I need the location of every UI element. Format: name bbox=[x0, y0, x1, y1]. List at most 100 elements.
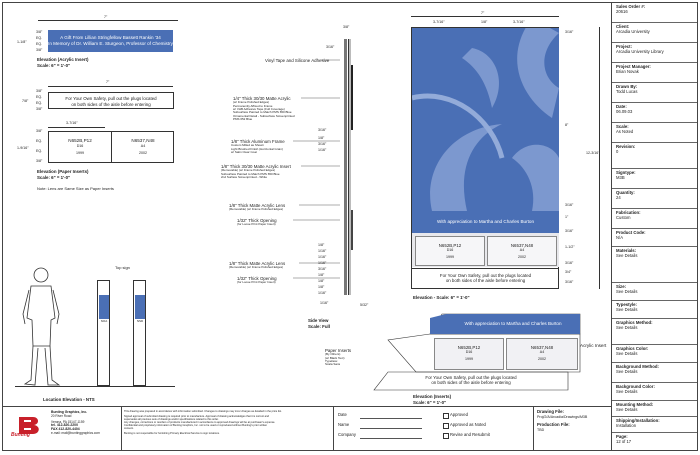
shipping-installation-value: Installation bbox=[616, 423, 637, 428]
approval-name-label: Name bbox=[338, 422, 350, 427]
paper-dim-eq1: EQ. bbox=[36, 139, 43, 143]
callout-opening-1-title: 1/32" Thick Opening bbox=[237, 218, 277, 223]
sign-b-label: NSD bbox=[136, 319, 144, 323]
safety-width-dimension: 7" bbox=[106, 80, 110, 84]
inserts-elevation-caption: Elevation (Inserts) bbox=[413, 394, 452, 399]
dim-left-eq1: EQ. bbox=[36, 36, 43, 40]
side-dim-top-1: 3/8" bbox=[343, 25, 350, 29]
side-view-caption: Side View bbox=[308, 318, 329, 323]
product-code-value: N/A bbox=[616, 235, 623, 240]
drawing-file-value: Proj/2/A/Arcadia/Drawings/M3B bbox=[537, 414, 588, 419]
safety-plaque: For Your Own Safety, pull out the plugs … bbox=[48, 92, 174, 109]
main-cell-2-sub: A4 bbox=[519, 248, 525, 253]
safety-dim-bottom: 3/8" bbox=[36, 107, 43, 111]
sign-post-b: NSD bbox=[133, 280, 146, 386]
exploded-cell-1: N652B,P12 D16 1999 bbox=[434, 338, 504, 370]
drawing-footer: Bunting Bunting Graphics, Inc. 20 River … bbox=[3, 406, 611, 450]
fabrication-value: Custom bbox=[616, 215, 631, 220]
main-dim-top-mid: 1/8" bbox=[481, 20, 488, 24]
graphics-method-value: See Details bbox=[616, 325, 638, 330]
plaque-text-line-1: A Gift From Lillian Stringfellow Bassett… bbox=[60, 35, 161, 40]
paper-cell-2-code: N6537,N48 bbox=[131, 138, 155, 143]
side-view-profile bbox=[340, 35, 356, 300]
dedication-band: With appreciation to Martha and Charles … bbox=[412, 211, 559, 233]
safety-dim-eq1: EQ. bbox=[36, 95, 43, 99]
approval-company-label: Company bbox=[338, 432, 356, 437]
main-safety-line-1: For Your Own Safety, pull out the plugs … bbox=[439, 273, 532, 278]
check-revise-resubmit[interactable] bbox=[443, 433, 449, 439]
sales-order-value: 20616 bbox=[616, 9, 628, 14]
dim-left-bottom: 3/8" bbox=[36, 48, 43, 52]
main-overall-height: 12-3/16" bbox=[586, 151, 600, 155]
callout-acrylic-title: 1/4" Thick 30/30 Matte Acrylic bbox=[233, 96, 291, 101]
exploded-safety: For Your Own Safety, pull out the plugs … bbox=[425, 375, 517, 386]
company-address: Bunting Graphics, Inc. 20 River Road Ver… bbox=[51, 410, 100, 436]
paper-dim-top: 3/8" bbox=[36, 129, 43, 133]
ornament-swirl bbox=[412, 28, 559, 211]
signtype-value: M3B bbox=[616, 175, 625, 180]
paper-dim-bottom: 3/8" bbox=[36, 159, 43, 163]
exploded-inserts: With appreciation to Martha and Charles … bbox=[368, 308, 608, 406]
dedication-text: With appreciation to Martha and Charles … bbox=[436, 219, 535, 224]
paper-dim-overall: 1-9/16" bbox=[17, 146, 29, 150]
exploded-band: With appreciation to Martha and Charles … bbox=[446, 314, 580, 334]
ornamental-panel bbox=[412, 28, 559, 211]
plaque-panel: A Gift From Lillian Stringfellow Bassett… bbox=[48, 30, 173, 52]
side-view-scale: Scale: Full bbox=[308, 324, 330, 329]
acrylic-insert-plaque: 7" A Gift From Lillian Stringfellow Bass… bbox=[38, 15, 178, 53]
callout-frame-title: 1/8" Thick Aluminum Frame bbox=[231, 139, 285, 144]
paper-insert-plaque: N652B,P12 D16 1999 N6537,N48 A4 2002 bbox=[48, 131, 174, 163]
person-illustration bbox=[22, 267, 61, 386]
paper-elevation-scale: Scale: 6" = 1'-0" bbox=[37, 175, 71, 180]
safety-dim-top: 3/8" bbox=[36, 89, 43, 93]
paper-width-dimension: 3-7/16" bbox=[66, 121, 78, 125]
main-sign-elevation: With appreciation to Martha and Charles … bbox=[411, 27, 559, 289]
approval-name-field[interactable] bbox=[360, 428, 422, 429]
mounting-method-value: See Details bbox=[616, 407, 638, 412]
size-value: See Details bbox=[616, 289, 638, 294]
main-elevation-caption: Elevation - Scale: 6" = 1'-0" bbox=[413, 295, 470, 300]
background-method-value: See Details bbox=[616, 369, 638, 374]
approval-company-field[interactable] bbox=[360, 438, 422, 439]
production-file-value: TBD bbox=[537, 428, 545, 432]
page-value: 12 of 17 bbox=[616, 439, 632, 444]
background-color-value: See Details bbox=[616, 389, 638, 394]
quantity-value: 24 bbox=[616, 195, 621, 200]
location-caption: Location Elevation - NTS bbox=[43, 397, 95, 402]
paper-elevation-caption: Elevation (Paper Inserts) bbox=[37, 169, 89, 174]
acrylic-elevation-scale: Scale: 6" = 1'-0" bbox=[37, 63, 71, 68]
sign-a-label: NOA bbox=[100, 319, 108, 323]
check-approved[interactable] bbox=[443, 413, 449, 419]
bunting-logo-icon bbox=[19, 417, 39, 434]
safety-text-line-1: For Your Own Safety, pull out the plugs … bbox=[65, 96, 157, 101]
width-dimension: 7" bbox=[104, 15, 108, 19]
top-sign-label: Top sign bbox=[115, 265, 130, 270]
sign-post-a: NOA bbox=[97, 280, 110, 386]
main-right-dims: 3/16" 8" 3/16" 1" 3/16" 1-1/2" 3/16" 3/4… bbox=[565, 30, 575, 284]
callout-vinyl: Vinyl Tape and Silicone Adhesive bbox=[265, 58, 330, 63]
callout-insert-title: 1/8" Thick 30/30 Matte Acrylic Insert bbox=[221, 164, 291, 169]
acrylic-elevation-caption: Elevation (Acrylic Insert) bbox=[37, 57, 89, 62]
dim-left-eq2: EQ. bbox=[36, 42, 43, 46]
main-cell-1-sub: D16 bbox=[446, 248, 454, 253]
dim-left-top: 3/8" bbox=[36, 30, 43, 34]
graphics-color-value: See Details bbox=[616, 351, 638, 356]
side-dim-bottom: 5/32" bbox=[360, 303, 369, 307]
inserts-elevation-scale: Scale: 6" = 1'-0" bbox=[413, 400, 447, 405]
callout-lens-1-title: 1/8" Thick Matte Acrylic Lens bbox=[229, 203, 286, 208]
typestyle-value: See Details bbox=[616, 307, 638, 312]
approval-date-field[interactable] bbox=[360, 418, 422, 419]
main-cell-2-year: 2002 bbox=[518, 255, 526, 260]
safety-text-line-2: on both sides of the aisle before enteri… bbox=[71, 102, 151, 107]
title-block: Sales Order #:20616 Client:Arcadia Unive… bbox=[611, 3, 697, 450]
paper-inserts-label: Paper Inserts (By Others) (w/ Black Text… bbox=[325, 348, 352, 367]
disclaimer: This drawing was prepared in accordance … bbox=[124, 410, 282, 435]
paper-dim-eq2: EQ. bbox=[36, 149, 43, 153]
project-manager-value: Brian Novak bbox=[616, 69, 639, 74]
main-cell-1-code: N652B,P12 bbox=[438, 243, 462, 248]
check-approved-as-noted[interactable] bbox=[443, 423, 449, 429]
main-dim-top-left: 3-7/16" bbox=[433, 20, 445, 24]
plaque-text-line-2: In Memory of Dr. William E. Sturgeon, Pr… bbox=[48, 41, 173, 46]
callout-leaders bbox=[293, 59, 340, 279]
approval-date-label: Date bbox=[338, 412, 347, 417]
